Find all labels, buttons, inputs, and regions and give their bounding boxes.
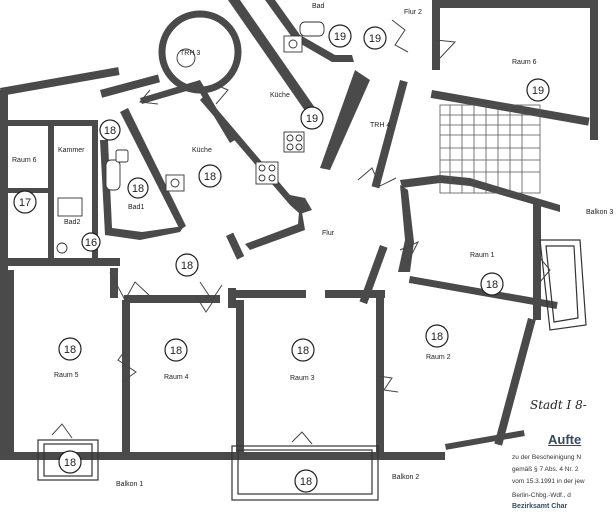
label-raum3: Raum 3 [290,375,315,382]
label-kueche-left: Küche [192,147,212,154]
svg-text:19: 19 [369,33,381,45]
marker-kueche-top: 19 [300,106,324,130]
handwriting-text: Stadt I 8- [530,398,587,412]
walls [0,0,598,460]
svg-text:18: 18 [300,476,312,488]
marker-raum5: 18 [58,337,82,361]
label-kammer: Kammer [58,147,85,154]
label-trh3: TRH 3 [180,50,200,57]
marker-kammer: 18 [99,119,121,141]
svg-text:19: 19 [532,85,544,97]
certificate-title: Aufte [548,432,582,447]
label-raum5: Raum 5 [54,372,79,379]
label-trh4: TRH 4 [370,122,390,129]
svg-text:19: 19 [334,31,346,43]
marker-bad-top-a: 19 [328,24,352,48]
svg-text:18: 18 [104,125,116,137]
marker-bad2: 16 [81,232,101,252]
label-balkon2: Balkon 2 [392,474,419,481]
svg-text:18: 18 [486,279,498,291]
svg-text:16: 16 [85,237,97,249]
marker-balkon1: 18 [58,450,82,474]
label-raum6-right: Raum 6 [512,59,537,66]
certificate-line-3: vom 15.3.1991 in der jew [512,478,585,485]
svg-text:18: 18 [64,344,76,356]
certificate-line-2: gemäß § 7 Abs. 4 Nr. 2 [512,466,579,473]
svg-text:18: 18 [204,171,216,183]
fixtures [56,21,325,254]
label-bad1: Bad1 [128,204,144,211]
svg-text:18: 18 [64,457,76,469]
marker-balkon2: 18 [294,469,318,493]
label-bad-top: Bad [312,3,325,10]
doors [51,19,551,445]
room-labels: Raum 6 Kammer Bad2 Bad1 Küche TRH 3 Küch… [12,3,613,488]
label-flur2: Flur 2 [404,9,422,16]
label-balkon3: Balkon 3 [586,209,613,216]
svg-text:18: 18 [181,260,193,272]
marker-raum4: 18 [164,338,188,362]
label-kueche-top: Küche [270,92,290,99]
staircase [439,104,541,194]
svg-text:19: 19 [306,113,318,125]
svg-text:17: 17 [19,197,31,209]
certificate-line-4: Berlin-Chbg.-Wdf., d [512,492,571,499]
balconies [37,239,587,501]
marker-raum6-left: 17 [13,190,37,214]
marker-raum1: 18 [480,272,504,296]
label-raum2: Raum 2 [426,354,451,361]
marker-bad1: 18 [127,177,149,199]
svg-text:18: 18 [132,183,144,195]
marker-flur: 18 [175,253,199,277]
svg-text:18: 18 [431,331,443,343]
label-raum1: Raum 1 [470,252,495,259]
label-flur: Flur [322,230,335,237]
label-bad2: Bad2 [64,219,80,226]
label-balkon1: Balkon 1 [116,481,143,488]
room-markers: 17 18 16 18 18 19 19 19 19 18 18 18 18 1… [13,24,550,493]
marker-bad-top-b: 19 [363,26,387,50]
certificate-note: Aufte zu der Bescheinigung N gemäß § 7 A… [508,424,616,518]
svg-text:18: 18 [297,345,309,357]
marker-kueche-left: 18 [198,164,222,188]
marker-raum2: 18 [425,324,449,348]
label-raum6-left: Raum 6 [12,157,37,164]
marker-raum6-right: 19 [526,78,550,102]
marker-raum3: 18 [291,338,315,362]
label-raum4: Raum 4 [164,374,189,381]
certificate-line-1: zu der Bescheinigung N [512,454,582,461]
certificate-line-5: Bezirksamt Char [512,503,568,510]
svg-text:18: 18 [170,345,182,357]
